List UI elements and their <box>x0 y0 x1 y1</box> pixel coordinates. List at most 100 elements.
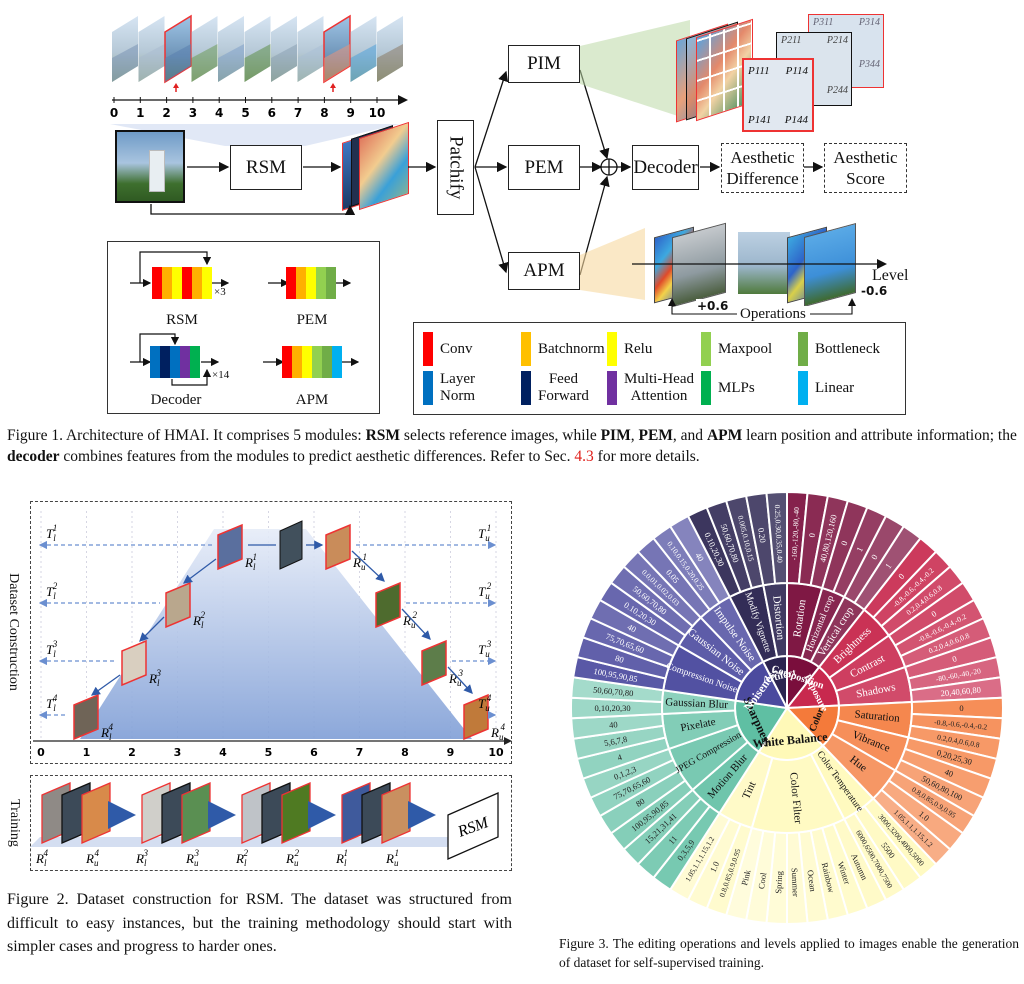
upper-threshold-label: Tu4 <box>478 693 492 713</box>
sunburst-level-label: 0 <box>951 653 958 664</box>
sunburst-level-label: 0 <box>959 703 963 713</box>
aesthetic-score-box: Aesthetic Score <box>824 143 907 193</box>
frame-content <box>112 44 138 82</box>
apm-block-stack <box>282 346 342 378</box>
frame-content <box>324 44 350 82</box>
frame-content <box>297 44 324 82</box>
training-image <box>181 782 211 844</box>
training-upper-label: Ru1 <box>385 848 399 868</box>
sunburst-level-label: Ocean <box>805 869 818 893</box>
selection-fan <box>110 124 400 146</box>
training-image <box>281 782 311 844</box>
upper-threshold-label: Tu2 <box>478 581 492 601</box>
aesthetic-difference-box: Aesthetic Difference <box>721 143 804 193</box>
sunburst-operation-label: Gaussian Blur <box>665 696 728 711</box>
input-image <box>115 130 185 203</box>
legend-swatch <box>423 332 433 366</box>
legend-swatch <box>701 332 711 366</box>
sunburst-level-label: Cool <box>756 871 768 889</box>
training-image <box>381 782 411 844</box>
progression-arrow <box>90 674 121 696</box>
legend-item-mlps: MLPs <box>701 371 755 405</box>
sunburst-level-label: Spring <box>773 870 784 894</box>
training-rsm-box <box>447 792 499 860</box>
frame-content <box>191 44 218 82</box>
sunburst-level-label: 40 <box>943 767 955 779</box>
layer-block <box>316 267 326 299</box>
training-panel <box>30 775 512 871</box>
sunburst-level-label: 4 <box>616 752 624 763</box>
axis-tick-label: 9 <box>447 746 455 759</box>
figure-1-caption: Figure 1. Architecture of HMAI. It compr… <box>7 427 1017 465</box>
legend-swatch <box>798 371 808 405</box>
frame-content <box>165 44 191 82</box>
progression-arrow <box>351 550 385 582</box>
lower-reference-image <box>165 581 191 629</box>
lower-reference-image <box>121 639 147 687</box>
legend-item-conv: Conv <box>423 332 473 366</box>
sunburst-level-label: 0 <box>869 553 880 562</box>
layer-block <box>160 346 170 378</box>
timeline-tick-label: 3 <box>189 106 197 120</box>
legend-item-linear: Linear <box>798 371 854 405</box>
layer-block <box>170 346 180 378</box>
timeline-tick-label: 8 <box>320 106 328 120</box>
layer-block <box>192 267 202 299</box>
timeline-tick-label: 0 <box>110 106 118 120</box>
section-reference-link[interactable]: 4.3 <box>574 448 594 465</box>
legend-label: Maxpool <box>718 340 773 357</box>
patchify-box: Patchify <box>437 120 474 215</box>
legend-swatch <box>521 332 531 366</box>
timeline-tick-label: 10 <box>369 106 386 120</box>
sunburst-level-label: 0.20 <box>756 527 768 543</box>
axis-tick-label: 10 <box>488 746 504 759</box>
axis-tick-label: 0 <box>37 746 45 759</box>
upper-reference-image <box>421 639 447 687</box>
timeline-tick-label: 5 <box>241 106 249 120</box>
figure-3-caption: Figure 3. The editing operations and lev… <box>559 936 1019 970</box>
frame-content <box>218 44 244 82</box>
frame-content <box>244 44 271 82</box>
sunburst-level-label: -160,-120,-80,-40 <box>790 507 802 561</box>
timeline-tick-label: 7 <box>294 106 302 120</box>
legend-swatch <box>607 371 617 405</box>
upper-threshold-label: Tu1 <box>478 523 491 543</box>
sunburst-level-label: 40 <box>626 622 638 635</box>
figure-2-caption: Figure 2. Dataset construction for RSM. … <box>7 891 512 955</box>
layer-block <box>322 346 332 378</box>
legend-item-relu: Relu <box>607 332 652 366</box>
legend-label: Bottleneck <box>815 340 880 357</box>
training-upper-label: Ru3 <box>185 848 199 868</box>
apm-box: APM <box>508 252 580 290</box>
legend-swatch <box>521 371 531 405</box>
timeline-tick-label: 9 <box>347 106 355 120</box>
upper-reference-image <box>325 523 351 571</box>
layer-block <box>202 267 212 299</box>
construction-label: Dataset Construction <box>6 573 21 691</box>
selected-images-stack <box>342 121 412 211</box>
training-image <box>81 782 111 844</box>
training-label: Training <box>7 799 22 847</box>
sunburst-level-label: 1 <box>883 561 894 570</box>
sunburst-level-label: 40 <box>609 719 618 730</box>
axis-tick-label: 3 <box>174 746 182 759</box>
sunburst-level-label: 20,40,60,80 <box>940 685 981 699</box>
progression-arrow <box>182 558 217 584</box>
layer-block <box>312 346 322 378</box>
legend-label: MLPs <box>718 379 755 396</box>
sunburst-level-label: 0,10,20,30 <box>594 703 630 713</box>
lower-threshold-label: Tl3 <box>46 639 58 659</box>
layer-block <box>150 346 160 378</box>
upper-reference-label: Ru2 <box>402 610 417 630</box>
upper-reference-image <box>463 693 489 741</box>
lower-reference-label: Rl4 <box>100 722 113 742</box>
module-structure-arrows <box>130 251 360 386</box>
axis-tick-label: 7 <box>356 746 364 759</box>
sunburst-level-segment <box>765 490 788 585</box>
sunburst-level-label: 0 <box>839 539 850 546</box>
